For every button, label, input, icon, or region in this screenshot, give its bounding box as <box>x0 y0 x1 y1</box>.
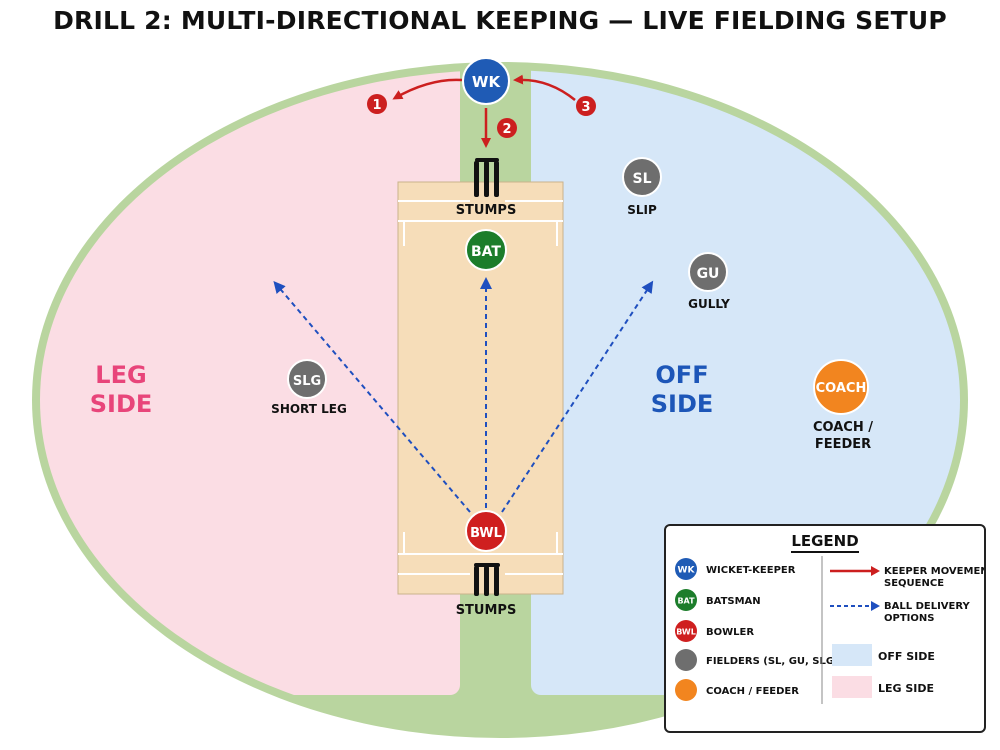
svg-text:SLG: SLG <box>293 374 321 389</box>
legend-off-side-swatch <box>832 644 872 666</box>
off-side-label-line2: SIDE <box>651 390 714 418</box>
legend-swatch-3 <box>675 620 697 642</box>
legend-item-label-4: FIELDERS (SL, GU, SLG) <box>706 656 839 667</box>
legend-delivery-line2: OPTIONS <box>884 613 934 624</box>
movement-step-2: 2 <box>497 118 517 138</box>
stumps-top-label: STUMPS <box>456 203 517 218</box>
movement-step-3: 3 <box>576 96 596 116</box>
slip-label: SLIP <box>627 203 657 217</box>
movement-arrow-3 <box>513 74 576 101</box>
coach-label-line1: COACH / <box>813 420 873 435</box>
batsman-token[interactable]: BAT <box>465 229 507 271</box>
movement-step-1: 1 <box>367 94 387 114</box>
movement-arrow-1 <box>392 78 463 100</box>
gully-label: GULLY <box>688 297 730 311</box>
stumps-bottom-label: STUMPS <box>456 603 517 618</box>
stumps-bottom <box>474 563 500 596</box>
legend-key-list: WK WICKET-KEEPER BAT BATSMAN BWL BOWLER FIELDE… <box>675 558 839 701</box>
legend-title: LEGEND <box>791 532 859 553</box>
leg-side-label-line1: LEG <box>95 361 146 389</box>
svg-text:3: 3 <box>581 100 590 115</box>
stumps-top <box>474 158 499 197</box>
coach-token[interactable]: COACH <box>813 359 869 415</box>
keeper-movement-arrows <box>392 74 576 148</box>
delivery-arrow-leg <box>273 280 471 513</box>
legend-swatch-abbr-3: BWL <box>676 628 696 637</box>
legend-movement-line1: KEEPER MOVEMENT <box>884 566 984 577</box>
legend-item-label-5: COACH / FEEDER <box>706 686 799 697</box>
legend-swatch-abbr-1: WK <box>678 566 696 576</box>
legend-swatch-4 <box>675 649 697 671</box>
svg-text:COACH: COACH <box>816 381 867 396</box>
slip-token[interactable]: SL <box>622 157 662 197</box>
gully-token[interactable]: GU <box>688 252 728 292</box>
legend-graphics: WK WICKET-KEEPER BAT BATSMAN BWL BOWLER FIELDE… <box>675 556 984 704</box>
diagram-title: DRILL 2: MULTI-DIRECTIONAL KEEPING — LIV… <box>53 6 947 35</box>
legend-item-label-3: BOWLER <box>706 627 754 638</box>
delivery-arrows <box>273 277 654 513</box>
legend-swatch-2 <box>675 589 697 611</box>
legend-swatch-5 <box>675 679 697 701</box>
legend-delivery-line1: BALL DELIVERY <box>884 601 971 612</box>
off-side-label-line1: OFF <box>655 361 708 389</box>
leg-side-zone <box>40 70 460 695</box>
svg-text:2: 2 <box>502 122 511 137</box>
legend-swatch-1 <box>675 558 697 580</box>
legend-leg-side-label: LEG SIDE <box>878 682 934 695</box>
short-leg-label: SHORT LEG <box>271 402 347 416</box>
svg-text:BWL: BWL <box>470 526 502 541</box>
svg-text:WK: WK <box>472 73 502 91</box>
legend: LEGEND WK WICKET-KEEPER BAT BATSMAN BWL BOWLE… <box>664 524 986 733</box>
svg-text:BAT: BAT <box>471 244 501 260</box>
legend-swatch-abbr-2: BAT <box>677 597 695 606</box>
bowler-token[interactable]: BWL <box>465 510 507 552</box>
legend-leg-side-swatch <box>832 676 872 698</box>
legend-off-side-label: OFF SIDE <box>878 650 935 663</box>
svg-text:SL: SL <box>632 171 651 187</box>
wicket-keeper-token[interactable]: WK <box>462 57 510 105</box>
coach-label-line2: FEEDER <box>815 437 871 452</box>
short-leg-token[interactable]: SLG <box>287 359 327 399</box>
legend-item-label-2: BATSMAN <box>706 596 761 607</box>
leg-side-label-line2: SIDE <box>90 390 153 418</box>
delivery-arrow-off <box>501 280 654 513</box>
crease-lines <box>398 200 563 575</box>
svg-text:1: 1 <box>372 98 381 113</box>
svg-text:GU: GU <box>697 266 720 282</box>
legend-movement-line2: SEQUENCE <box>884 578 944 589</box>
legend-item-label-1: WICKET-KEEPER <box>706 565 796 576</box>
